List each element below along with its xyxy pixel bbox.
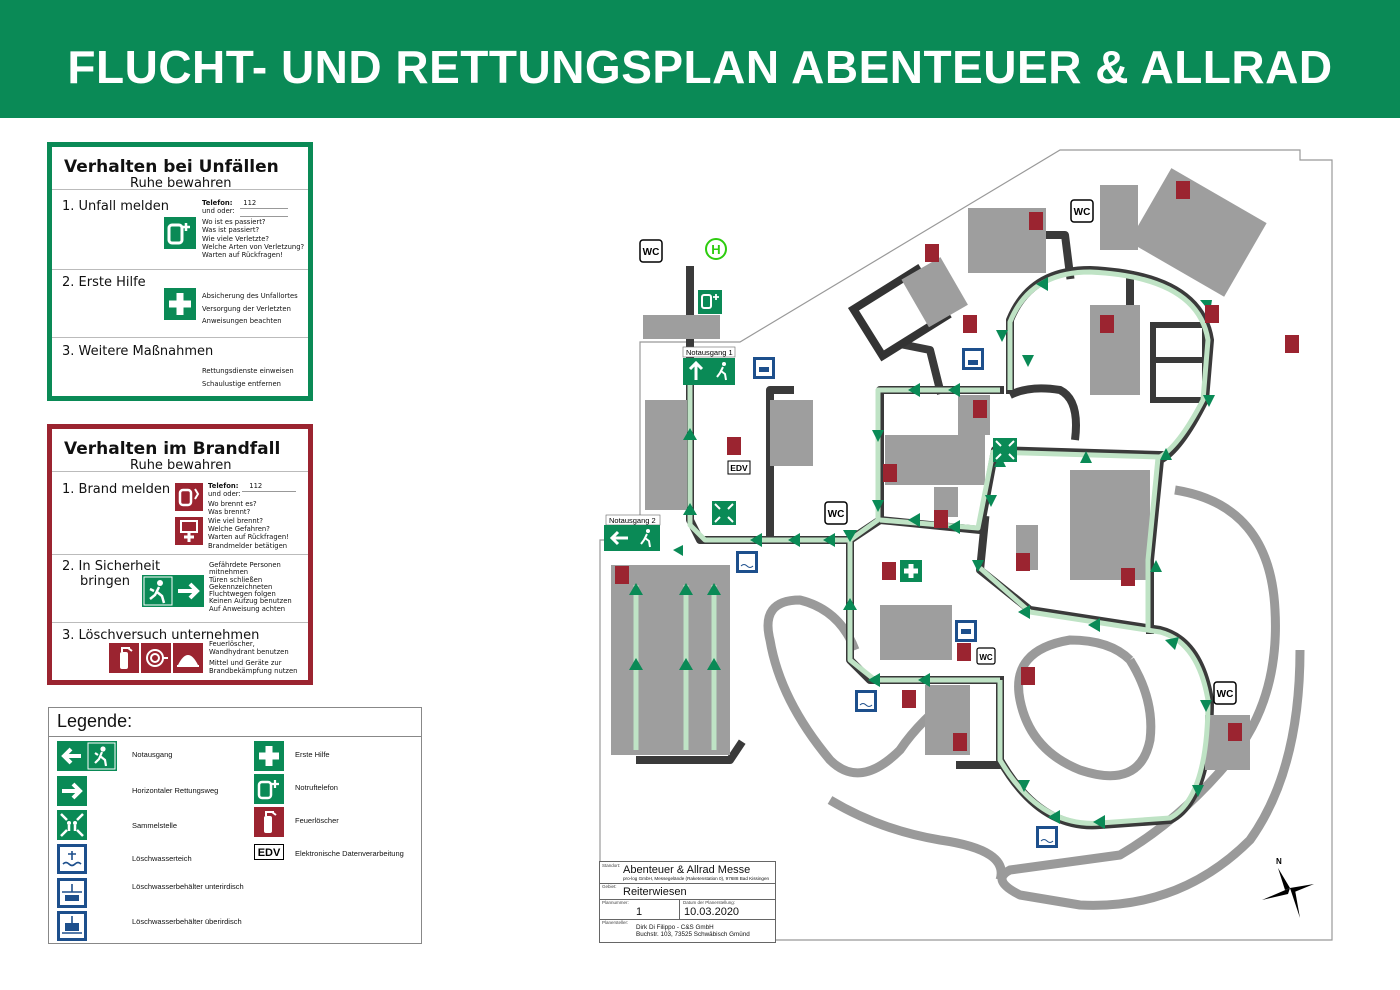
emergency-phone-icon bbox=[164, 217, 196, 254]
plan-title-block: Standort: Abenteuer & Allrad Messe pro-l… bbox=[599, 861, 776, 943]
fire-step-3-notes: Feuerlöscher,Wandhydrant benutzen Mittel… bbox=[209, 640, 298, 675]
svg-text:WC: WC bbox=[1074, 207, 1091, 218]
accident-step-2: 2. Erste Hilfe bbox=[62, 275, 146, 290]
svg-text:EDV: EDV bbox=[258, 847, 281, 859]
svg-text:WC: WC bbox=[979, 653, 993, 662]
legend-emergency-phone-icon bbox=[254, 774, 284, 809]
fire-step-1: 1. Brand melden bbox=[62, 482, 171, 497]
escape-exit-sign bbox=[142, 575, 204, 612]
legend-label-first-aid: Erste Hilfe bbox=[295, 750, 330, 759]
legend-label-escape-route: Horizontaler Rettungsweg bbox=[132, 786, 219, 795]
svg-text:Notausgang 2: Notausgang 2 bbox=[609, 516, 656, 525]
accident-instructions-box: Verhalten bei Unfällen Ruhe bewahren 1. … bbox=[47, 142, 313, 401]
fire-box-title: Verhalten im Brandfall bbox=[64, 439, 281, 459]
fire-hose-icon bbox=[141, 643, 171, 678]
assembly-point-icon bbox=[993, 438, 1017, 462]
site-map: Notausgang 1 Notausgang 2 H WC WC WC WC … bbox=[599, 149, 1333, 941]
firefighting-equipment-icon bbox=[173, 643, 203, 678]
extinguishing-water-pond-icon bbox=[57, 844, 87, 879]
fire-phone-icon bbox=[175, 483, 203, 516]
fire-extinguisher-icons bbox=[615, 181, 1299, 751]
first-aid-icon bbox=[900, 560, 922, 582]
north-arrow: N bbox=[1262, 857, 1314, 918]
plan-date: 10.03.2020 bbox=[684, 906, 740, 918]
plan-number: 1 bbox=[636, 906, 643, 918]
accident-box-title: Verhalten bei Unfällen bbox=[64, 157, 279, 177]
helipad-icon: H bbox=[705, 238, 727, 260]
location-address: pro-log GmbH, Messegelände (Raketenstati… bbox=[623, 876, 770, 881]
legend-label-aboveground-tank: Löschwasserbehälter überirdisch bbox=[132, 917, 242, 926]
header-bar: FLUCHT- UND RETTUNGSPLAN ABENTEUER & ALL… bbox=[0, 0, 1400, 118]
fire-instructions-box: Verhalten im Brandfall Ruhe bewahren 1. … bbox=[47, 424, 313, 685]
legend-label-assembly-point: Sammelstelle bbox=[132, 821, 178, 830]
wc-icon: WC bbox=[976, 647, 996, 665]
edv-icon: EDV bbox=[727, 460, 751, 475]
fire-box-subtitle: Ruhe bewahren bbox=[130, 458, 232, 473]
svg-text:EDV: EDV bbox=[730, 463, 748, 473]
fire-alarm-icon bbox=[175, 517, 203, 550]
legend-label-emergency-phone: Notruftelefon bbox=[295, 783, 338, 792]
emergency-exit-icon bbox=[57, 741, 117, 776]
svg-text:N: N bbox=[1276, 857, 1282, 866]
wc-icon: WC bbox=[1070, 199, 1094, 223]
svg-text:WC: WC bbox=[828, 509, 845, 520]
wc-icon: WC bbox=[824, 501, 848, 525]
legend-fire-extinguisher-icon bbox=[254, 807, 284, 842]
legend-label-emergency-exit: Notausgang bbox=[132, 750, 173, 759]
legend-edv-icon: EDV bbox=[254, 844, 284, 865]
exit-sign-2: Notausgang 2 bbox=[604, 514, 661, 551]
accident-box-subtitle: Ruhe bewahren bbox=[130, 176, 232, 191]
aboveground-water-tank-icon bbox=[57, 911, 87, 946]
horizontal-escape-route-icon bbox=[57, 776, 87, 811]
first-aid-icon bbox=[164, 288, 196, 325]
svg-text:Notausgang 1: Notausgang 1 bbox=[686, 348, 733, 357]
water-tank-icons bbox=[736, 348, 1058, 848]
accident-step-3: 3. Weitere Maßnahmen bbox=[62, 344, 214, 359]
route-arrows bbox=[629, 277, 1215, 829]
location-name: Abenteuer & Allrad Messe bbox=[623, 864, 751, 876]
fire-step-1-questions: Wo brennt es?Was brennt?Wie viel brennt?… bbox=[208, 500, 289, 542]
outer-tracks bbox=[763, 485, 1305, 910]
accident-step-1-questions: Wo ist es passiert?Was ist passiert?Wie … bbox=[202, 218, 305, 260]
emergency-phone-icon bbox=[698, 290, 722, 314]
legend-first-aid-icon bbox=[254, 741, 284, 776]
assembly-point-icon bbox=[57, 810, 87, 845]
wc-icon: WC bbox=[1213, 681, 1237, 705]
legend-label-edv: Elektronische Datenverarbeitung bbox=[295, 849, 404, 858]
svg-text:H: H bbox=[711, 242, 720, 257]
wc-icon: WC bbox=[639, 239, 663, 263]
legend-label-fire-extinguisher: Feuerlöscher bbox=[295, 816, 339, 825]
svg-text:WC: WC bbox=[643, 247, 660, 258]
legend-box: Legende: Notausgang Horizontaler Rettung… bbox=[48, 707, 422, 944]
area-name: Reiterwiesen bbox=[623, 886, 687, 898]
fire-extinguisher-icon bbox=[109, 643, 139, 678]
fire-step-3: 3. Löschversuch unternehmen bbox=[62, 628, 260, 643]
legend-title: Legende: bbox=[57, 711, 133, 731]
svg-text:WC: WC bbox=[1217, 689, 1234, 700]
assembly-point-icon bbox=[712, 501, 736, 525]
page-title: FLUCHT- UND RETTUNGSPLAN ABENTEUER & ALL… bbox=[67, 41, 1333, 93]
underground-water-tank-icon bbox=[57, 878, 87, 913]
accident-step-1: 1. Unfall melden bbox=[62, 199, 169, 214]
legend-label-underground-tank: Löschwasserbehälter unterirdisch bbox=[132, 882, 244, 891]
legend-label-water-pond: Löschwasserteich bbox=[132, 854, 192, 863]
fire-alarm-note: Brandmelder betätigen bbox=[208, 542, 288, 550]
exit-sign-1: Notausgang 1 bbox=[682, 346, 736, 385]
